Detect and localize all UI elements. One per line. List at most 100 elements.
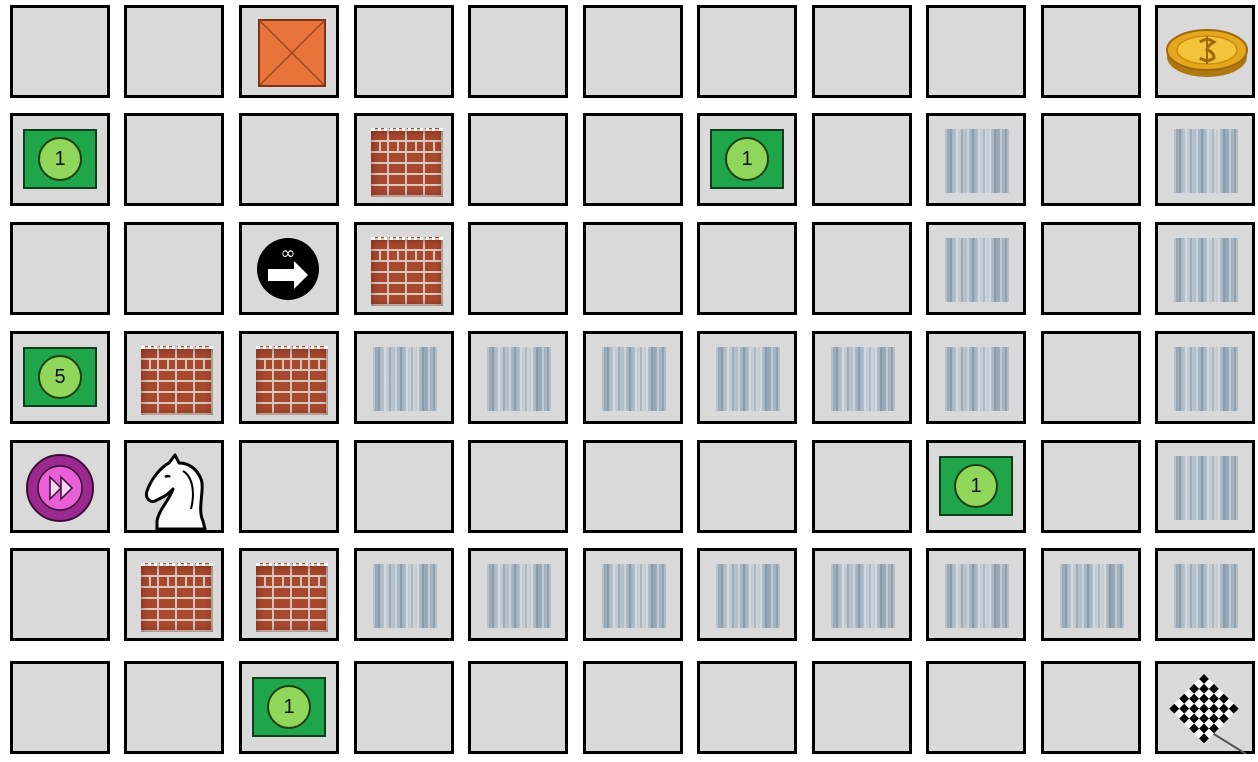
board-cell-r3-c9[interactable] (1041, 331, 1141, 424)
board-cell-r6-c5[interactable] (583, 661, 683, 754)
board-cell-r0-c10[interactable] (1155, 5, 1255, 98)
chess-knight-icon (135, 449, 221, 535)
board-cell-r2-c7[interactable] (812, 222, 912, 315)
board-cell-r1-c6[interactable]: 1 (697, 113, 797, 206)
board-cell-r0-c1[interactable] (124, 5, 224, 98)
board-cell-r4-c4[interactable] (468, 440, 568, 533)
board-cell-r1-c10[interactable] (1155, 113, 1255, 206)
board-cell-r1-c2[interactable] (239, 113, 339, 206)
green-tile: 1 (252, 677, 326, 737)
board-cell-r4-c3[interactable] (354, 440, 454, 533)
board-cell-r0-c7[interactable] (812, 5, 912, 98)
board-cell-r0-c6[interactable] (697, 5, 797, 98)
ice-block-icon (487, 564, 551, 628)
board-cell-r5-c7[interactable] (812, 548, 912, 641)
board-cell-r6-c9[interactable] (1041, 661, 1141, 754)
board-cell-r3-c7[interactable] (812, 331, 912, 424)
board-cell-r1-c5[interactable] (583, 113, 683, 206)
board-cell-r2-c1[interactable] (124, 222, 224, 315)
board-cell-r3-c3[interactable] (354, 331, 454, 424)
board-cell-r0-c4[interactable] (468, 5, 568, 98)
board-cell-r2-c10[interactable] (1155, 222, 1255, 315)
board-cell-r3-c1[interactable] (124, 331, 224, 424)
board-cell-r1-c9[interactable] (1041, 113, 1141, 206)
ice-block-icon (1174, 456, 1238, 520)
board-cell-r2-c5[interactable] (583, 222, 683, 315)
brick-wall-icon (141, 346, 213, 415)
ice-block-icon (602, 347, 666, 411)
board-cell-r2-c9[interactable] (1041, 222, 1141, 315)
checkered-flag-icon (1166, 670, 1250, 754)
brick-wall-icon (256, 346, 328, 415)
board-cell-r5-c5[interactable] (583, 548, 683, 641)
board-cell-r3-c2[interactable] (239, 331, 339, 424)
tile-number: 1 (267, 685, 311, 729)
board-cell-r6-c4[interactable] (468, 661, 568, 754)
crate-icon (258, 19, 326, 87)
board-cell-r3-c6[interactable] (697, 331, 797, 424)
board-cell-r5-c8[interactable] (926, 548, 1026, 641)
board-cell-r4-c7[interactable] (812, 440, 912, 533)
board-cell-r5-c4[interactable] (468, 548, 568, 641)
board-cell-r4-c10[interactable] (1155, 440, 1255, 533)
board-cell-r0-c2[interactable] (239, 5, 339, 98)
board-cell-r5-c6[interactable] (697, 548, 797, 641)
board-cell-r1-c4[interactable] (468, 113, 568, 206)
board-cell-r0-c0[interactable] (10, 5, 110, 98)
board-cell-r4-c8[interactable]: 1 (926, 440, 1026, 533)
board-cell-r0-c3[interactable] (354, 5, 454, 98)
board-cell-r6-c7[interactable] (812, 661, 912, 754)
board-cell-r2-c6[interactable] (697, 222, 797, 315)
board-cell-r3-c10[interactable] (1155, 331, 1255, 424)
board-cell-r1-c3[interactable] (354, 113, 454, 206)
board-cell-r2-c0[interactable] (10, 222, 110, 315)
board-cell-r5-c0[interactable] (10, 548, 110, 641)
board-cell-r2-c4[interactable] (468, 222, 568, 315)
board-cell-r5-c1[interactable] (124, 548, 224, 641)
board-cell-r0-c8[interactable] (926, 5, 1026, 98)
board-cell-r6-c1[interactable] (124, 661, 224, 754)
ice-block-icon (1174, 564, 1238, 628)
green-tile: 1 (939, 456, 1013, 516)
board-cell-r3-c0[interactable]: 5 (10, 331, 110, 424)
board-cell-r2-c8[interactable] (926, 222, 1026, 315)
board-cell-r6-c6[interactable] (697, 661, 797, 754)
board-cell-r5-c9[interactable] (1041, 548, 1141, 641)
board-cell-r1-c0[interactable]: 1 (10, 113, 110, 206)
board-cell-r6-c8[interactable] (926, 661, 1026, 754)
board-cell-r0-c5[interactable] (583, 5, 683, 98)
board-cell-r4-c6[interactable] (697, 440, 797, 533)
tile-number: 1 (38, 137, 82, 181)
ice-block-icon (945, 347, 1009, 411)
brick-wall-icon (141, 563, 213, 632)
board-cell-r6-c3[interactable] (354, 661, 454, 754)
ice-block-icon (945, 564, 1009, 628)
board-cell-r1-c8[interactable] (926, 113, 1026, 206)
brick-wall-icon (256, 563, 328, 632)
ice-block-icon (1174, 347, 1238, 411)
board-cell-r1-c7[interactable] (812, 113, 912, 206)
board-cell-r6-c2[interactable]: 1 (239, 661, 339, 754)
board-cell-r2-c2[interactable]: ∞ (239, 222, 339, 315)
board-cell-r4-c2[interactable] (239, 440, 339, 533)
board-cell-r1-c1[interactable] (124, 113, 224, 206)
ice-block-icon (373, 564, 437, 628)
ice-block-icon (831, 564, 895, 628)
tile-number: 1 (725, 137, 769, 181)
ice-block-icon (716, 347, 780, 411)
board-cell-r4-c9[interactable] (1041, 440, 1141, 533)
board-cell-r3-c5[interactable] (583, 331, 683, 424)
board-cell-r3-c8[interactable] (926, 331, 1026, 424)
board-cell-r0-c9[interactable] (1041, 5, 1141, 98)
board-cell-r4-c0[interactable] (10, 440, 110, 533)
board-cell-r4-c1[interactable] (124, 440, 224, 533)
board-cell-r5-c3[interactable] (354, 548, 454, 641)
board-cell-r5-c2[interactable] (239, 548, 339, 641)
board-cell-r4-c5[interactable] (583, 440, 683, 533)
board-cell-r3-c4[interactable] (468, 331, 568, 424)
board-cell-r5-c10[interactable] (1155, 548, 1255, 641)
board-cell-r2-c3[interactable] (354, 222, 454, 315)
board-cell-r6-c10[interactable] (1155, 661, 1255, 754)
board-cell-r6-c0[interactable] (10, 661, 110, 754)
